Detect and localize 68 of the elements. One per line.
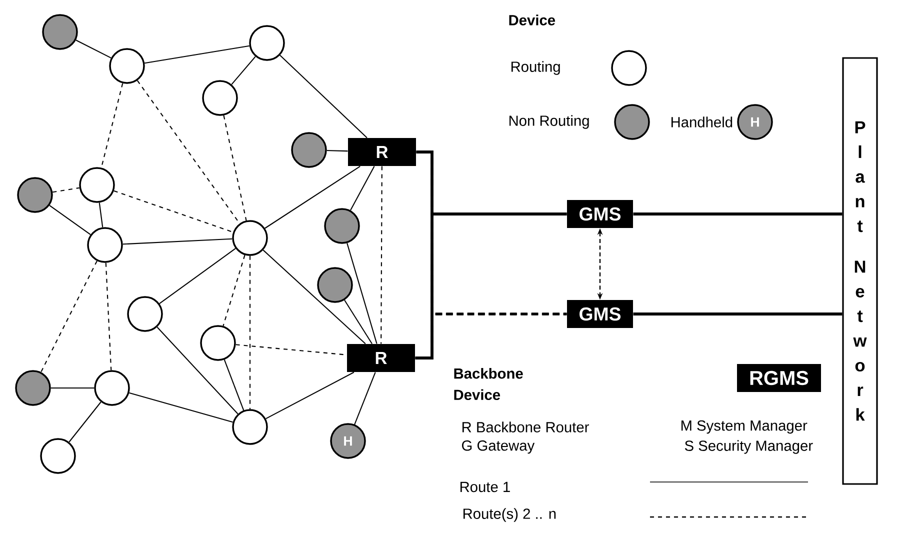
connector-line — [346, 242, 378, 344]
device-circle — [291, 132, 327, 168]
key-text: R Backbone Router — [462, 422, 589, 432]
connector-line — [224, 360, 244, 410]
connector-line — [633, 212, 842, 216]
connector-line — [415, 212, 567, 360]
backbone-router-box: R — [348, 138, 416, 166]
connector-line — [231, 56, 256, 85]
legend-label: Route 1 — [460, 482, 510, 492]
connector-line — [129, 392, 233, 423]
key-text: S Security Manager — [684, 440, 813, 454]
connector-line — [249, 256, 251, 410]
device-circle — [249, 25, 285, 61]
connector-line — [105, 262, 112, 370]
connector-line — [98, 202, 104, 228]
plant-network-bar: Plant Network — [842, 57, 878, 485]
legend-symbol-letter: H — [751, 117, 759, 127]
connector-line — [222, 254, 246, 326]
connector-line — [280, 54, 368, 138]
device-circle — [42, 14, 78, 50]
device-circle — [87, 227, 123, 263]
gateway-box: RGMS — [737, 364, 821, 392]
key-text: G Gateway — [462, 440, 535, 454]
device-circle — [79, 167, 115, 203]
device-circle — [127, 296, 163, 332]
gateway-box: GMS — [567, 200, 633, 228]
connector-line — [76, 40, 112, 58]
connector-line — [633, 312, 842, 316]
connector-line — [380, 166, 382, 344]
legend-label: Handheld — [671, 116, 732, 128]
device-circle — [324, 208, 360, 244]
device-circle — [17, 177, 53, 213]
key-text: M System Manager — [681, 420, 808, 434]
connector-line — [122, 238, 232, 245]
device-circle — [202, 80, 238, 116]
connector-line — [100, 83, 124, 168]
connector-line — [49, 204, 91, 236]
connector-line — [114, 190, 234, 233]
connector-line — [354, 372, 376, 425]
device-circle — [15, 370, 51, 406]
connector-line — [223, 115, 247, 221]
connector-line — [262, 250, 366, 344]
device-circle — [200, 325, 236, 361]
legend-label: Non Routing — [509, 115, 589, 129]
device-circle — [232, 220, 268, 256]
connector-line — [68, 402, 102, 442]
device-circle — [109, 48, 145, 84]
connector-line — [156, 326, 238, 414]
backbone-router-box: R — [347, 344, 415, 372]
connector-line — [264, 166, 360, 229]
device-circle — [317, 267, 353, 303]
device-circle — [232, 409, 268, 445]
connector-line — [266, 372, 354, 420]
connector-line — [350, 166, 375, 211]
legend-label: Routing — [511, 61, 560, 75]
connector-line — [40, 260, 98, 372]
connector-line — [326, 150, 348, 152]
connector-line — [52, 187, 80, 193]
connector-line — [50, 387, 94, 389]
legend-label: Route(s) 2 .. n — [463, 508, 556, 522]
connector-line — [144, 45, 250, 64]
device-circle — [40, 438, 76, 474]
device-circle — [94, 370, 130, 406]
legend-heading: Backbone Device — [454, 368, 523, 400]
connector-line — [344, 300, 372, 344]
connector-line — [159, 248, 236, 304]
legend-heading: Device — [509, 14, 556, 26]
gateway-box: GMS — [567, 300, 633, 328]
